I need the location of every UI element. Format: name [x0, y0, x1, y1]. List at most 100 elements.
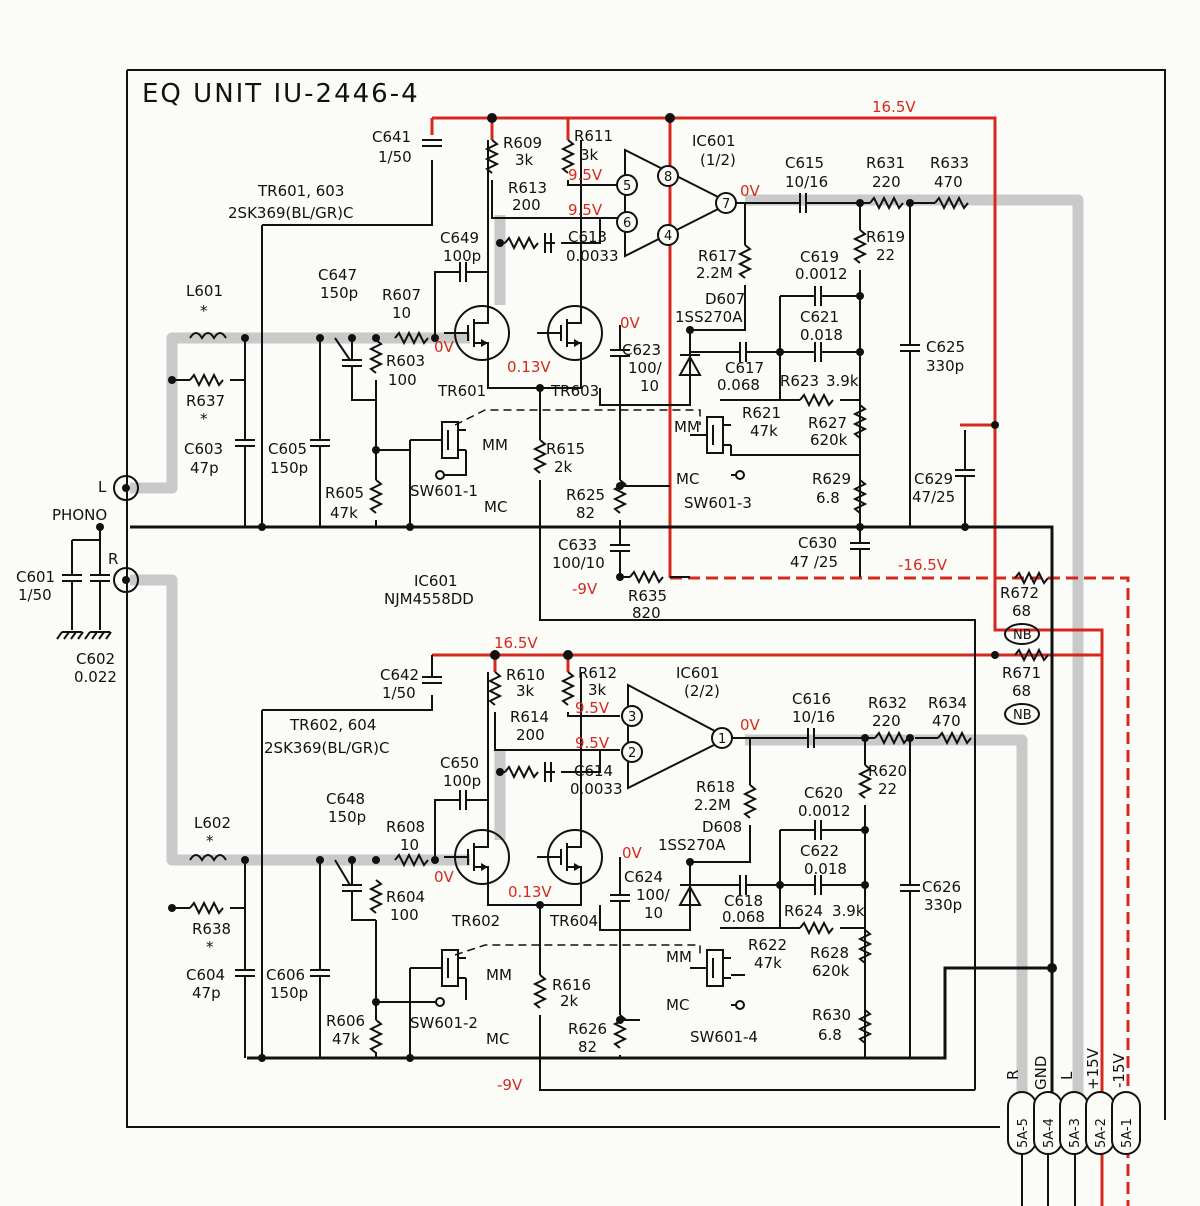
mm-label-4: MM — [666, 948, 692, 966]
c641-ref: C641 — [372, 128, 411, 146]
mc-label: MC — [484, 498, 507, 516]
r634-ref: R634 — [928, 694, 967, 712]
c619-ref: C619 — [800, 248, 839, 266]
r616-value: 2k — [560, 992, 579, 1010]
c616-value: 10/16 — [792, 708, 835, 726]
pin-5: 5 — [623, 179, 631, 194]
c648-ref: C648 — [326, 790, 365, 808]
phono-label: PHONO — [52, 506, 107, 524]
r610-value: 3k — [516, 682, 535, 700]
r611-value: 3k — [580, 146, 599, 164]
c617-value: 0.068 — [717, 376, 760, 394]
connector-pin: 5A-2 — [1094, 1118, 1109, 1148]
tr601-label: TR601 — [437, 382, 486, 400]
r629-ref: R629 — [812, 470, 851, 488]
c601-value: 1/50 — [18, 586, 52, 604]
tr603-label: TR603 — [550, 382, 599, 400]
c604-ref: C604 — [186, 966, 225, 984]
c621-ref: C621 — [800, 308, 839, 326]
voltage-label: -9V — [572, 580, 598, 598]
voltage-label: 0V — [622, 844, 643, 862]
c620-ref: C620 — [804, 784, 843, 802]
r614-value: 200 — [516, 726, 545, 744]
c650-ref: C650 — [440, 754, 479, 772]
r622-value: 47k — [754, 954, 782, 972]
c603-value: 47p — [190, 459, 219, 477]
c626-ref: C626 — [922, 878, 961, 896]
r618-value: 2.2M — [694, 796, 731, 814]
r630-ref: R630 — [812, 1006, 851, 1024]
voltage-label: 0V — [740, 182, 761, 200]
r628-value: 620k — [812, 962, 850, 980]
l601-value: * — [200, 302, 208, 320]
nb-badge: NB — [1013, 708, 1032, 723]
c622-ref: C622 — [800, 842, 839, 860]
ic601-1-unit: (1/2) — [700, 151, 736, 169]
ic601-2-unit: (2/2) — [684, 682, 720, 700]
connector-label-neg15: -15V — [1110, 1053, 1128, 1088]
r615-ref: R615 — [546, 440, 585, 458]
r626-value: 82 — [578, 1038, 597, 1056]
c629-ref: C629 — [914, 470, 953, 488]
r633-value: 470 — [934, 173, 963, 191]
r611-ref: R611 — [574, 127, 613, 145]
c630-value: 47 /25 — [790, 553, 838, 571]
r623-ref: R623 — [780, 372, 819, 390]
r637-value: * — [200, 410, 208, 428]
r628-ref: R628 — [810, 944, 849, 962]
c615-value: 10/16 — [785, 173, 828, 191]
ic601-part: NJM4558DD — [384, 590, 474, 608]
c630-ref: C630 — [798, 534, 837, 552]
r614-ref: R614 — [510, 708, 549, 726]
voltage-label: 0V — [434, 868, 455, 886]
r627-ref: R627 — [808, 414, 847, 432]
c622-value: 0.018 — [804, 860, 847, 878]
jack-l-label: L — [98, 478, 107, 496]
ground-rail-bottom — [247, 966, 1052, 1060]
d607-part: 1SS270A — [675, 308, 743, 326]
c633-ref: C633 — [558, 536, 597, 554]
nb-badge: NB — [1013, 628, 1032, 643]
voltage-label: 9.5V — [568, 201, 603, 219]
r605-ref: R605 — [325, 484, 364, 502]
r609-value: 3k — [515, 151, 534, 169]
c606-value: 150p — [270, 984, 308, 1002]
r621-value: 47k — [750, 422, 778, 440]
c604-value: 47p — [192, 984, 221, 1002]
l602-value: * — [206, 832, 214, 850]
r618-ref: R618 — [696, 778, 735, 796]
r627-value: 620k — [810, 431, 848, 449]
r624-ref: R624 — [784, 902, 823, 920]
tr601-603-part: 2SK369(BL/GR)C — [228, 204, 353, 222]
connector-pin: 5A-1 — [1120, 1118, 1135, 1148]
r606-ref: R606 — [326, 1012, 365, 1030]
r637-ref: R637 — [186, 392, 225, 410]
ic601-2-ref: IC601 — [676, 664, 720, 682]
input-section — [56, 523, 139, 640]
d608-part: 1SS270A — [658, 836, 726, 854]
c624-value: 100/ — [636, 886, 671, 904]
voltage-label: 0V — [620, 314, 641, 332]
channel-1-circuit — [113, 113, 999, 1090]
unit-border — [126, 69, 1166, 1128]
connector-label-pos15: +15V — [1084, 1047, 1102, 1090]
l602-ref: L602 — [194, 814, 231, 832]
c629-value: 47/25 — [912, 488, 955, 506]
c650-value: 100p — [443, 772, 481, 790]
c649-ref: C649 — [440, 229, 479, 247]
r607-ref: R607 — [382, 286, 421, 304]
c649-value: 100p — [443, 247, 481, 265]
c642-value: 1/50 — [382, 684, 416, 702]
l601-ref: L601 — [186, 282, 223, 300]
c624-ref: C624 — [624, 868, 663, 886]
r625-ref: R625 — [566, 486, 605, 504]
voltage-label: 9.5V — [568, 166, 603, 184]
sw601-2-label: SW601-2 — [410, 1014, 478, 1032]
r626-ref: R626 — [568, 1020, 607, 1038]
voltage-label: -9V — [497, 1076, 523, 1094]
c603-ref: C603 — [184, 440, 223, 458]
c617-ref: C617 — [725, 359, 764, 377]
c613-ref: C613 — [568, 228, 607, 246]
r606-value: 47k — [332, 1030, 360, 1048]
pin-2: 2 — [628, 746, 636, 761]
